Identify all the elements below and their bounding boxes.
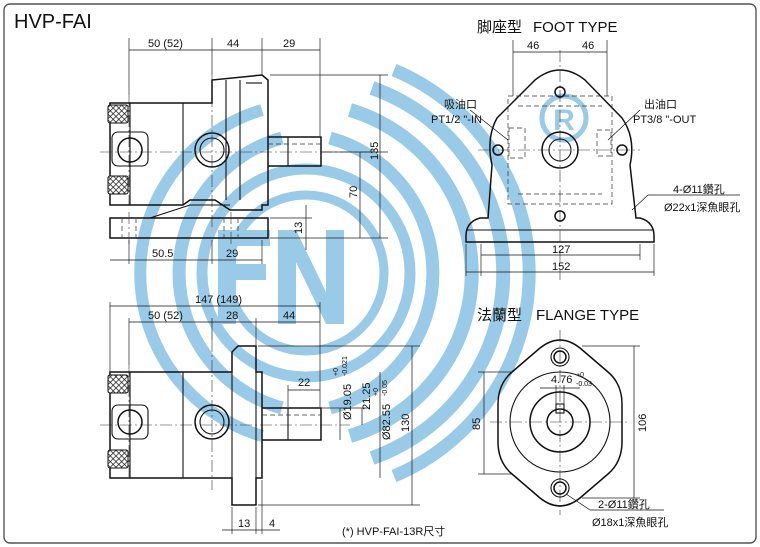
flange-pilot-tol-low: -0.05: [382, 380, 389, 396]
watermark: R FN: [0, 0, 589, 482]
flange-key-tol-low: -0.03: [576, 381, 592, 388]
flange-shaft-tol-low: -0.021: [342, 356, 349, 376]
foot-title-en: FOOT TYPE: [533, 19, 617, 36]
flange-dim-50: 50 (52): [148, 310, 183, 322]
foot-front-dim-152: 152: [552, 261, 570, 273]
flange-dim-106: 106: [637, 414, 649, 432]
outlet-spec: PT3/8 "-OUT: [633, 114, 696, 126]
foot-hole-note-2: Ø22x1深魚眼孔: [664, 201, 740, 214]
flange-type-front-view: 法蘭型 FLANGE TYPE 4.76 +0 -0.03 85 106: [471, 307, 668, 529]
flange-note: (*) HVP-FAI-13R尺寸: [342, 524, 445, 538]
foot-front-dim-46-left: 46: [527, 40, 539, 52]
flange-title-cn: 法蘭型: [477, 307, 522, 324]
flange-shaft-tol-up: +0: [333, 368, 340, 376]
flange-dim-21-25: 21.25: [361, 382, 373, 410]
flange-dim-85: 85: [471, 418, 483, 430]
model-title: HVP-FAI: [14, 11, 92, 33]
watermark-r-mark: R: [553, 104, 575, 137]
flange-hole-note-2: Ø18x1深魚眼孔: [592, 516, 668, 529]
inlet-label-cn: 吸油口: [444, 97, 477, 111]
flange-dim-22: 22: [298, 377, 310, 389]
foot-dim-44: 44: [227, 38, 239, 50]
foot-dim-29: 29: [283, 38, 295, 50]
inlet-spec: PT1/2 "-IN: [431, 114, 482, 126]
flange-dim-147: 147 (149): [195, 294, 242, 306]
flange-hole-note-1: 2-Ø11鑽孔: [598, 497, 650, 511]
foot-dim-29-bottom: 29: [226, 248, 238, 260]
flange-pilot-tol-up: +0: [373, 388, 380, 396]
flange-title-en: FLANGE TYPE: [536, 307, 639, 324]
flange-shaft-dia: Ø19.05: [342, 384, 354, 420]
flange-key-tol-up: +0: [576, 372, 584, 379]
flange-dim-44: 44: [283, 310, 295, 322]
foot-title-cn: 脚座型: [477, 19, 522, 36]
foot-dim-135: 135: [369, 142, 381, 160]
flange-dim-4: 4: [269, 518, 275, 530]
watermark-letters: FN: [0, 0, 2, 1]
foot-dim-50-5: 50.5: [152, 248, 173, 260]
foot-type-side-view: 50 (52) 44 29 135 70 13 50.5 29: [100, 38, 388, 264]
flange-pilot-dia: Ø82.55: [381, 404, 393, 440]
flange-type-side-view: 147 (149) 50 (52) 28 44 22 Ø19.05 +0 -0.…: [100, 294, 445, 538]
foot-hole-note-1: 4-Ø11鑽孔: [673, 182, 725, 196]
foot-type-front-view: 脚座型 FOOT TYPE 46 46 吸油口 PT1/2 "-IN 出油口: [431, 19, 740, 280]
foot-dim-70: 70: [348, 186, 360, 198]
flange-key-dim: 4.76: [551, 374, 572, 386]
foot-front-dim-127: 127: [552, 244, 570, 256]
flange-dim-130: 130: [400, 414, 412, 432]
flange-dim-28: 28: [226, 310, 238, 322]
foot-dim-50: 50 (52): [148, 38, 183, 50]
outlet-label-cn: 出油口: [644, 97, 677, 111]
flange-dim-13: 13: [238, 518, 250, 530]
foot-dim-13: 13: [293, 222, 305, 234]
foot-front-dim-46-right: 46: [582, 40, 594, 52]
